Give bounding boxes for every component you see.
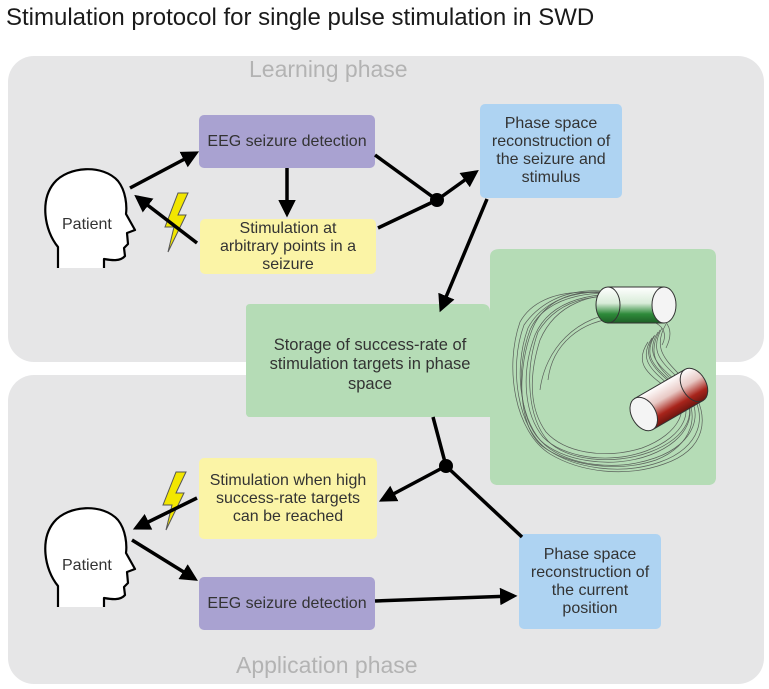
storage-success-rate-box: Storage of success-rate of stimulation t… [269, 335, 471, 393]
arrow-eeg-to-phase-space-app [374, 587, 518, 606]
arrow-junction-to-stimulation [378, 464, 447, 502]
stimulation-arbitrary-box: Stimulation at arbitrary points in a sei… [200, 219, 376, 274]
line-stimulation-to-junction [377, 198, 438, 230]
eeg-seizure-detection-application: EEG seizure detection [199, 577, 375, 630]
lightning-bolt-icon [164, 192, 189, 253]
cylinder-icon [629, 367, 709, 432]
patient-label-application: Patient [62, 557, 112, 574]
line-eeg-to-junction [373, 153, 439, 202]
patient-label-learning: Patient [62, 216, 112, 233]
line-phase-space-to-junction [444, 464, 524, 539]
arrow-stimulation-to-patient [134, 194, 199, 245]
phase-space-reconstruction-learning: Phase space reconstruction of the seizur… [480, 104, 622, 198]
junction-node-application [439, 459, 453, 473]
arrow-patient-to-eeg-app [131, 538, 198, 581]
learning-phase-label: Learning phase [249, 56, 408, 82]
arrow-patient-to-eeg [129, 151, 200, 190]
head-silhouette-icon [44, 507, 137, 607]
lightning-bolt-icon [162, 471, 187, 531]
arrow-junction-to-phase-space [435, 169, 479, 202]
arrow-phase-space-to-storage [438, 198, 489, 313]
phase-space-reconstruction-application: Phase space reconstruction of the curren… [519, 534, 661, 629]
stimulation-high-success-box: Stimulation when high success-rate targe… [199, 458, 377, 539]
head-silhouette-icon [44, 168, 137, 268]
junction-node-learning [430, 193, 444, 207]
application-phase-label: Application phase [236, 652, 418, 678]
line-storage-to-junction [431, 416, 448, 467]
figure-title: Stimulation protocol for single pulse st… [6, 4, 595, 31]
arrow-stimulation-to-patient-app [132, 496, 198, 530]
eeg-seizure-detection-learning: EEG seizure detection [199, 115, 375, 168]
cylinder-icon [595, 286, 677, 324]
